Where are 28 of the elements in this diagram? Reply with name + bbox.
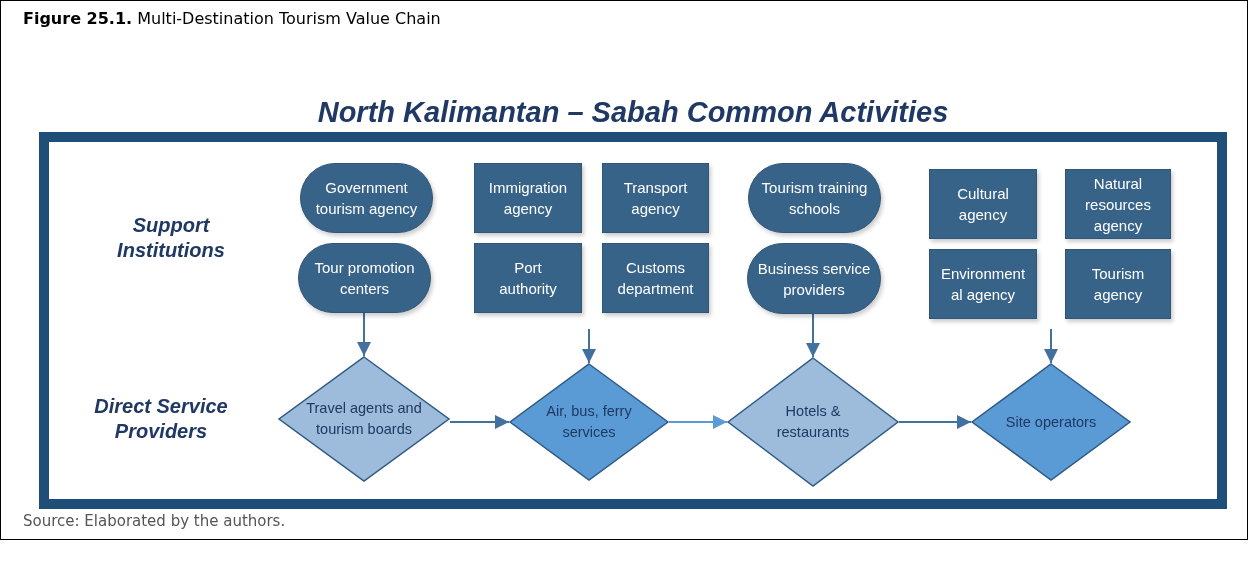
process-box: Cultural agency [929, 169, 1037, 239]
rounded-box: Tour promotion centers [298, 243, 431, 313]
process-box: Customs department [602, 243, 709, 313]
process-box: Port authority [474, 243, 582, 313]
decision-diamond: Site operators [971, 363, 1131, 481]
row-label: Support Institutions [116, 213, 226, 263]
arrow [806, 313, 820, 358]
arrow [898, 415, 972, 429]
arrow [1044, 328, 1058, 364]
row-label: Direct Service Providers [93, 394, 229, 444]
arrow [582, 328, 596, 364]
process-box: Tourism agency [1065, 249, 1171, 319]
figure-title: Figure 25.1. Multi-Destination Tourism Value Chain [23, 9, 441, 28]
process-box: Environment al agency [929, 249, 1037, 319]
source-note: Source: Elaborated by the authors. [23, 512, 286, 530]
process-box: Immigration agency [474, 163, 582, 233]
rounded-box: Business service providers [747, 243, 881, 314]
section-heading: North Kalimantan – Sabah Common Activities [316, 96, 950, 129]
arrow [668, 415, 728, 429]
arrow [357, 312, 371, 357]
rounded-box: Government tourism agency [300, 163, 433, 233]
arrow [449, 415, 510, 429]
decision-diamond: Hotels & restaurants [727, 357, 899, 487]
decision-diamond: Travel agents and tourism boards [278, 356, 450, 482]
rounded-box: Tourism training schools [748, 163, 881, 233]
process-box: Transport agency [602, 163, 709, 233]
decision-diamond: Air, bus, ferry services [509, 363, 669, 481]
process-box: Natural resources agency [1065, 169, 1171, 239]
